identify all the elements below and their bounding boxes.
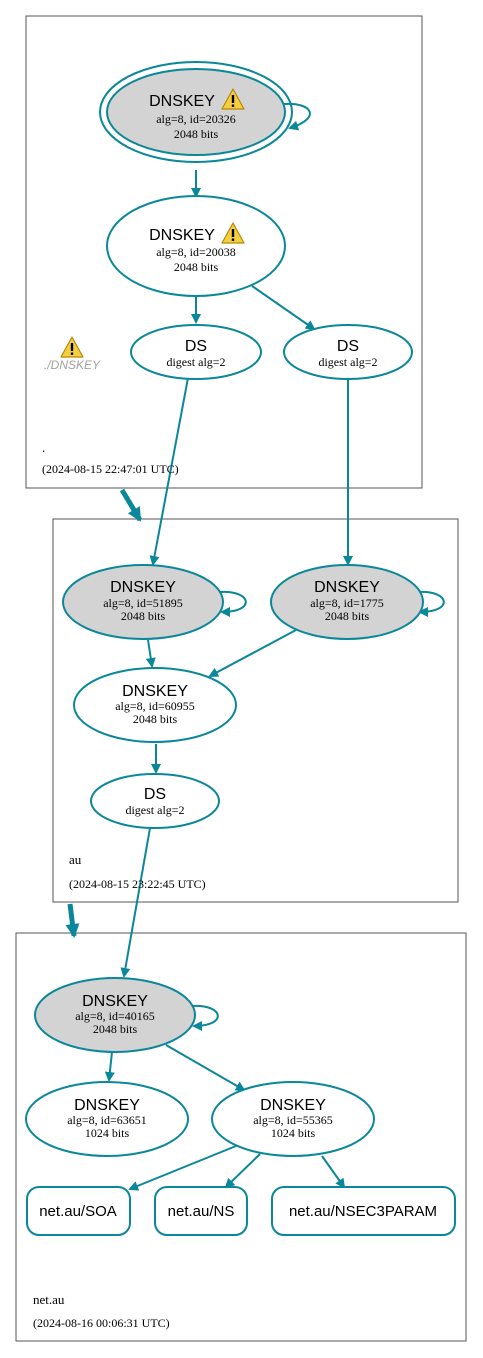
node-line2: 2048 bits	[174, 260, 219, 274]
node-title: DNSKEY	[82, 993, 148, 1010]
node-title: net.au/SOA	[39, 1203, 117, 1220]
node-title: DS	[337, 338, 359, 355]
node-root-ds2[interactable]: DS digest alg=2	[283, 324, 413, 380]
node-root-ksk[interactable]: DNSKEY alg=8, id=20326 2048 bits	[99, 61, 293, 163]
node-line2: 1024 bits	[271, 1126, 316, 1140]
node-title: DNSKEY	[149, 227, 215, 244]
node-title: DNSKEY	[314, 579, 380, 596]
edge-net-ksk-self	[191, 1004, 219, 1031]
node-line2: 2048 bits	[121, 609, 166, 623]
node-line1: alg=8, id=20038	[156, 245, 236, 259]
zone-box-au	[52, 518, 459, 903]
node-line1: alg=8, id=51895	[103, 596, 183, 610]
edge-root-ds1-to-au-ksk1	[149, 377, 189, 566]
node-line2: 2048 bits	[325, 609, 370, 623]
edge-net-zsk2-to-ns	[224, 1153, 261, 1189]
node-line1: alg=8, id=1775	[310, 596, 384, 610]
node-net-ksk[interactable]: DNSKEY alg=8, id=40165 2048 bits	[34, 977, 196, 1053]
edge-net-ksk-to-zsk2	[165, 1044, 246, 1091]
node-title: DS	[185, 338, 207, 355]
edge-au-ksk1-self	[219, 590, 247, 617]
zone-name-au: au	[69, 852, 82, 867]
node-au-ksk1[interactable]: DNSKEY alg=8, id=51895 2048 bits	[62, 564, 224, 640]
node-line2: 2048 bits	[174, 127, 219, 141]
node-root-ds1[interactable]: DS digest alg=2	[130, 324, 262, 380]
node-line1: digest alg=2	[125, 803, 184, 817]
node-net-zsk1[interactable]: DNSKEY alg=8, id=63651 1024 bits	[25, 1081, 189, 1157]
node-line1: alg=8, id=40165	[75, 1009, 155, 1023]
node-line1: alg=8, id=63651	[67, 1113, 147, 1127]
node-title: DS	[144, 786, 166, 803]
node-au-ksk2[interactable]: DNSKEY alg=8, id=1775 2048 bits	[270, 564, 424, 640]
edge-au-ds-to-net-ksk	[120, 827, 151, 978]
zone-name-root: .	[42, 440, 45, 455]
edge-delegation-root-au	[119, 488, 143, 522]
edge-net-ksk-to-zsk1	[104, 1051, 115, 1082]
node-line2: 2048 bits	[133, 712, 178, 726]
node-title: net.au/NSEC3PARAM	[289, 1203, 437, 1220]
node-title: DNSKEY	[149, 93, 215, 110]
zone-box-root	[25, 15, 423, 489]
node-line1: alg=8, id=55365	[253, 1113, 333, 1127]
node-title: DNSKEY	[260, 1097, 326, 1114]
zone-box-netau	[15, 932, 467, 1342]
edge-delegation-au-netau	[65, 903, 80, 938]
node-title: DNSKEY	[122, 683, 188, 700]
node-net-zsk2[interactable]: DNSKEY alg=8, id=55365 1024 bits	[211, 1081, 375, 1157]
edge-au-ksk2-self	[417, 590, 445, 617]
edge-net-zsk2-to-nsec3param	[321, 1155, 346, 1189]
zone-name-netau: net.au	[33, 1292, 65, 1307]
node-rr-soa[interactable]: net.au/SOA	[26, 1186, 131, 1236]
edge-root-ksk-self	[283, 102, 311, 131]
node-line2: 2048 bits	[93, 1022, 138, 1036]
node-rr-nsec3param[interactable]: net.au/NSEC3PARAM	[271, 1186, 456, 1236]
edge-au-ksk2-to-zsk	[208, 629, 297, 677]
node-line1: alg=8, id=20326	[156, 112, 236, 126]
zone-timestamp-root: (2024-08-15 22:47:01 UTC)	[42, 462, 179, 476]
edge-au-ksk1-to-zsk	[145, 639, 156, 668]
node-title: DNSKEY	[74, 1097, 140, 1114]
node-line1: digest alg=2	[166, 355, 225, 369]
node-title: net.au/NS	[168, 1203, 235, 1220]
warning-label: ./DNSKEY	[44, 358, 101, 372]
node-line1: alg=8, id=60955	[115, 699, 195, 713]
zone-timestamp-au: (2024-08-15 23:22:45 UTC)	[69, 877, 206, 891]
node-rr-ns[interactable]: net.au/NS	[154, 1186, 248, 1236]
warning-icon	[60, 336, 84, 358]
node-au-ds[interactable]: DS digest alg=2	[90, 773, 220, 829]
zone-timestamp-netau: (2024-08-16 00:06:31 UTC)	[33, 1316, 170, 1330]
node-au-zsk[interactable]: DNSKEY alg=8, id=60955 2048 bits	[73, 667, 237, 743]
node-line2: 1024 bits	[85, 1126, 130, 1140]
node-line1: digest alg=2	[318, 355, 377, 369]
node-title: DNSKEY	[110, 579, 176, 596]
edge-root-zsk-to-ds2	[251, 285, 316, 331]
node-root-zsk[interactable]: DNSKEY alg=8, id=20038 2048 bits	[106, 195, 286, 297]
root-dnskey-warning: ./DNSKEY	[44, 336, 101, 372]
edge-net-zsk2-to-soa	[128, 1145, 237, 1191]
